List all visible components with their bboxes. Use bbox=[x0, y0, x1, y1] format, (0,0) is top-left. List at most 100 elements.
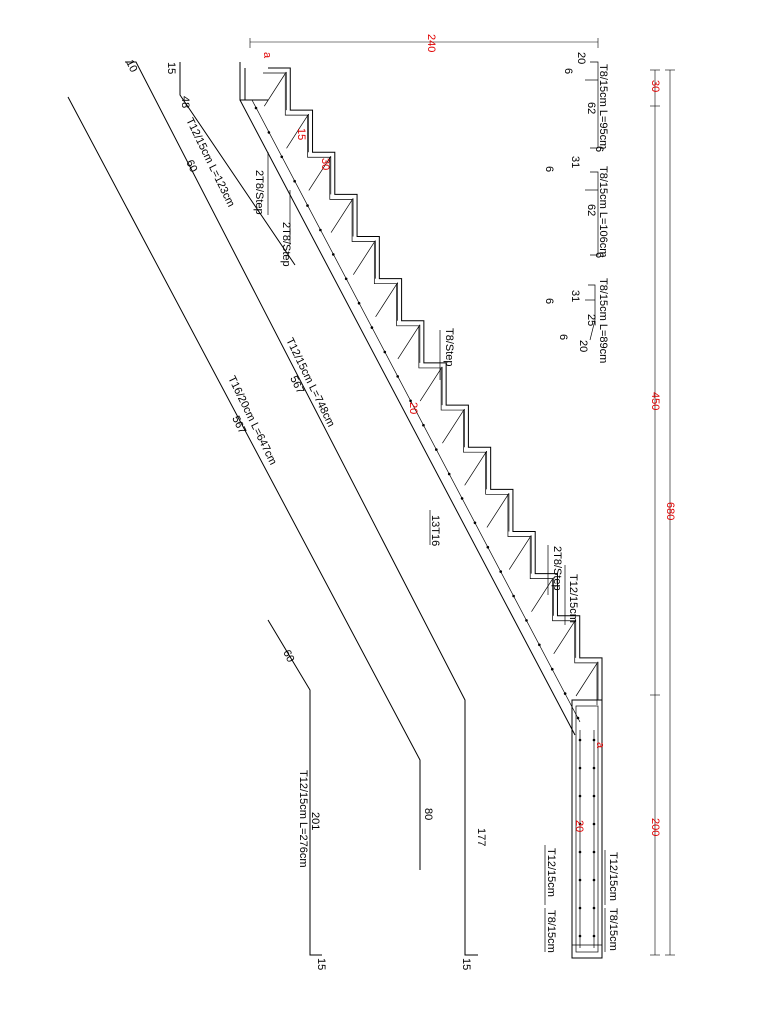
landing-thickness-20: 20 bbox=[573, 820, 585, 832]
bar123-dim-60: 60 bbox=[183, 158, 199, 174]
flight-thickness-20: 20 bbox=[407, 402, 419, 414]
bottom-landing-slab bbox=[571, 699, 603, 959]
bar3-dim-6a: 6 bbox=[543, 298, 555, 304]
rebar-dots bbox=[254, 106, 596, 938]
bar3-dim-6b: 6 bbox=[557, 334, 569, 340]
step-profile-outer bbox=[268, 67, 603, 700]
bar276-dim-60: 60 bbox=[280, 648, 296, 664]
step-stirrups bbox=[263, 71, 599, 700]
landing-top-t12: T12/15cm bbox=[607, 852, 619, 901]
bar1-dim-20: 20 bbox=[575, 52, 587, 64]
callout-t12-15cm: T12/15cm bbox=[567, 574, 579, 623]
bar-t12-748-shape bbox=[125, 61, 478, 956]
section-mark-bottom: a bbox=[594, 742, 606, 749]
bar1-label: T8/15cm L=95cm bbox=[597, 64, 609, 149]
callout-t8-step: T8/Step bbox=[443, 328, 455, 367]
step-stirrup bbox=[531, 577, 554, 612]
rebar-dot bbox=[525, 619, 528, 622]
bar-t16-647-shape bbox=[67, 96, 421, 870]
rebar-dot bbox=[396, 375, 399, 378]
landing-bot-t8: T8/15cm bbox=[545, 910, 557, 953]
bottom-landing-inner bbox=[575, 705, 599, 953]
rebar-dot bbox=[435, 448, 438, 451]
bar748-dim-15: 15 bbox=[460, 958, 472, 970]
step-stirrup bbox=[486, 493, 510, 528]
step-stirrup bbox=[397, 324, 421, 360]
rebar-dot bbox=[473, 521, 477, 525]
bar-t12-276-shape bbox=[267, 619, 322, 956]
bar-t12-123-shape bbox=[179, 62, 296, 266]
rebar-dot bbox=[576, 716, 580, 720]
bar1-dim-6a: 6 bbox=[562, 68, 574, 74]
step-stirrup bbox=[575, 661, 599, 697]
step-stirrup bbox=[353, 240, 376, 275]
rebar-dot bbox=[306, 204, 309, 207]
rebar-dot bbox=[550, 667, 554, 671]
step-tread-30: 30 bbox=[319, 158, 331, 170]
section-mark-top: a bbox=[261, 52, 273, 59]
bar748-dim-10: 10 bbox=[123, 58, 139, 74]
leader-lines bbox=[267, 152, 606, 952]
rebar-dot bbox=[538, 643, 541, 647]
bar1-shape bbox=[590, 61, 599, 149]
bar123-dim-48: 48 bbox=[179, 96, 191, 108]
step-stirrup bbox=[263, 71, 287, 107]
rebar-dot bbox=[293, 179, 296, 183]
rebar-dot bbox=[383, 350, 387, 354]
rebar-dot bbox=[357, 301, 361, 305]
flight-bottom-bar bbox=[251, 99, 581, 723]
bar2-dim-31: 31 bbox=[569, 156, 581, 168]
callout-2t8-step-a: 2T8/Step bbox=[253, 170, 265, 215]
rebar-dot bbox=[499, 570, 503, 573]
bar647-dim-80: 80 bbox=[422, 808, 434, 820]
rebar-dot bbox=[267, 131, 271, 134]
bar3-dim-20: 20 bbox=[577, 340, 589, 352]
bar276-dim-15: 15 bbox=[315, 958, 327, 970]
callout-2t8-step-b: 2T8/Step bbox=[280, 222, 292, 267]
bar-bending-diagrams bbox=[67, 61, 478, 956]
rebar-dot bbox=[422, 423, 425, 427]
callout-13t16: 13T16 bbox=[429, 515, 441, 546]
bar2-dim-6a: 6 bbox=[543, 166, 555, 172]
bar1-dim-6b: 6 bbox=[593, 146, 605, 152]
rebar-dot bbox=[370, 326, 374, 329]
rebar-dot bbox=[512, 594, 515, 598]
bar3-dim-31: 31 bbox=[569, 290, 581, 302]
bar2-shape bbox=[590, 171, 599, 256]
dim-240-label: 240 bbox=[425, 34, 437, 52]
step-stirrup bbox=[330, 198, 354, 233]
landing-top-t8: T8/15cm bbox=[607, 908, 619, 951]
rebar-dot bbox=[319, 228, 322, 232]
dim-30-label: 30 bbox=[649, 80, 661, 92]
rebar-dot bbox=[344, 277, 348, 281]
bar3-shape bbox=[588, 284, 596, 341]
bar2-label: T8/15cm L=106cm bbox=[597, 166, 609, 257]
bar123-dim-15: 15 bbox=[165, 62, 177, 74]
step-stirrup bbox=[308, 156, 332, 191]
rebar-dot bbox=[331, 253, 335, 256]
bar3-label: T8/15cm L=89cm bbox=[597, 278, 609, 363]
annotations: 240 30 450 680 200 a a 15 30 20 20 20 6 … bbox=[123, 34, 676, 970]
rebar-dot bbox=[447, 472, 451, 476]
bar276-dim-201: 201 bbox=[309, 812, 321, 830]
step-stirrup bbox=[553, 619, 577, 655]
bar2-dim-6b: 6 bbox=[593, 252, 605, 258]
rebar-dot bbox=[280, 155, 284, 159]
landing-bot-t12: T12/15cm bbox=[545, 848, 557, 897]
bar-schedule bbox=[585, 61, 599, 341]
rebar-dot bbox=[563, 692, 567, 695]
rebar-dot bbox=[486, 545, 490, 549]
step-stirrup bbox=[375, 282, 398, 317]
bar2-dim-62: 62 bbox=[585, 204, 597, 216]
bar3-dim-25: 25 bbox=[585, 314, 597, 326]
dimension-lines bbox=[249, 38, 675, 956]
dim-680-label: 680 bbox=[664, 502, 676, 520]
rebar-dot bbox=[254, 106, 258, 110]
staircase-section bbox=[239, 62, 603, 959]
rebar-dot bbox=[409, 399, 412, 403]
flight-soffit bbox=[239, 99, 576, 736]
dim-450-label: 450 bbox=[649, 392, 661, 410]
bar748-dim-177: 177 bbox=[475, 828, 487, 846]
bar276-label: T12/15cm L=276cm bbox=[297, 770, 309, 868]
